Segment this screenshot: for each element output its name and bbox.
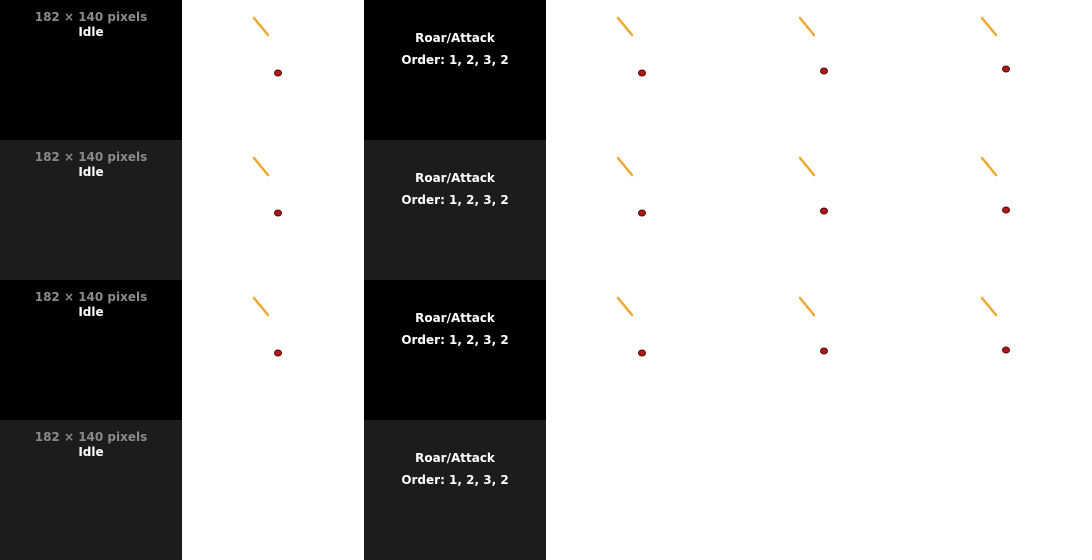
red-blob-sprite [820,347,828,355]
red-blob-sprite [638,349,646,357]
stick-sprite [616,16,634,37]
animation-name: Roar/Attack [415,171,495,185]
idle-label: Idle [78,25,104,39]
red-blob-sprite [1002,206,1010,214]
sprite-row-3: 182 × 140 pixels Idle Roar/Attack Order:… [0,280,1092,420]
sprite-frame [616,16,646,77]
animation-name: Roar/Attack [415,31,495,45]
red-blob-sprite [1002,346,1010,354]
red-blob-sprite [274,69,282,77]
attack-frame-empty [546,420,728,560]
size-text: 182 × 140 pixels [34,150,148,164]
stick-sprite [252,296,270,317]
size-text: 182 × 140 pixels [34,10,148,24]
stick-sprite [252,156,270,177]
red-blob-sprite [274,209,282,217]
sprite-frame [980,16,1010,73]
attack-frame-empty [728,420,910,560]
stick-sprite [980,296,998,317]
sprite-frame [980,296,1010,354]
attack-frame-1 [546,280,728,420]
sprite-row-4: 182 × 140 pixels Idle Roar/Attack Order:… [0,420,1092,560]
animation-name: Roar/Attack [415,451,495,465]
attack-label-cell: Roar/Attack Order: 1, 2, 3, 2 [364,0,546,140]
red-blob-sprite [274,349,282,357]
attack-frame-2 [728,0,910,140]
sprite-row-2: 182 × 140 pixels Idle Roar/Attack Order:… [0,140,1092,280]
red-blob-sprite [638,69,646,77]
attack-frame-2 [728,280,910,420]
attack-frame-3 [910,0,1092,140]
sprite-frame [980,156,1010,214]
stick-sprite [980,16,998,37]
sprite-frame [798,16,828,75]
attack-label-cell: Roar/Attack Order: 1, 2, 3, 2 [364,420,546,560]
idle-frame [182,0,364,140]
stick-sprite [798,296,816,317]
attack-label-cell: Roar/Attack Order: 1, 2, 3, 2 [364,280,546,420]
attack-frame-3 [910,140,1092,280]
sprite-frame-idle [252,16,282,77]
attack-frame-empty [910,420,1092,560]
stick-sprite [252,16,270,37]
idle-frame [182,140,364,280]
size-text: 182 × 140 pixels [34,290,148,304]
animation-order: Order: 1, 2, 3, 2 [401,193,509,207]
red-blob-sprite [820,207,828,215]
size-text: 182 × 140 pixels [34,430,148,444]
idle-frame-empty [182,420,364,560]
stick-sprite [616,296,634,317]
sprite-row-1: 182 × 140 pixels Idle Roar/Attack Order:… [0,0,1092,140]
idle-label-cell: 182 × 140 pixels Idle [0,280,182,420]
stick-sprite [798,16,816,37]
stick-sprite [980,156,998,177]
idle-label: Idle [78,305,104,319]
attack-frame-1 [546,0,728,140]
red-blob-sprite [638,209,646,217]
animation-name: Roar/Attack [415,311,495,325]
sprite-frame-idle [252,156,282,217]
animation-order: Order: 1, 2, 3, 2 [401,53,509,67]
attack-frame-2 [728,140,910,280]
stick-sprite [798,156,816,177]
sprite-frame-idle [252,296,282,357]
stick-sprite [616,156,634,177]
attack-frame-3 [910,280,1092,420]
idle-frame [182,280,364,420]
idle-label: Idle [78,165,104,179]
animation-order: Order: 1, 2, 3, 2 [401,473,509,487]
sprite-frame [798,296,828,355]
idle-label-cell: 182 × 140 pixels Idle [0,140,182,280]
idle-label-cell: 182 × 140 pixels Idle [0,420,182,560]
attack-label-cell: Roar/Attack Order: 1, 2, 3, 2 [364,140,546,280]
sprite-frame [616,296,646,357]
red-blob-sprite [820,67,828,75]
sprite-frame [798,156,828,215]
animation-order: Order: 1, 2, 3, 2 [401,333,509,347]
idle-label-cell: 182 × 140 pixels Idle [0,0,182,140]
idle-label: Idle [78,445,104,459]
red-blob-sprite [1002,65,1010,73]
attack-frame-1 [546,140,728,280]
sprite-frame [616,156,646,217]
